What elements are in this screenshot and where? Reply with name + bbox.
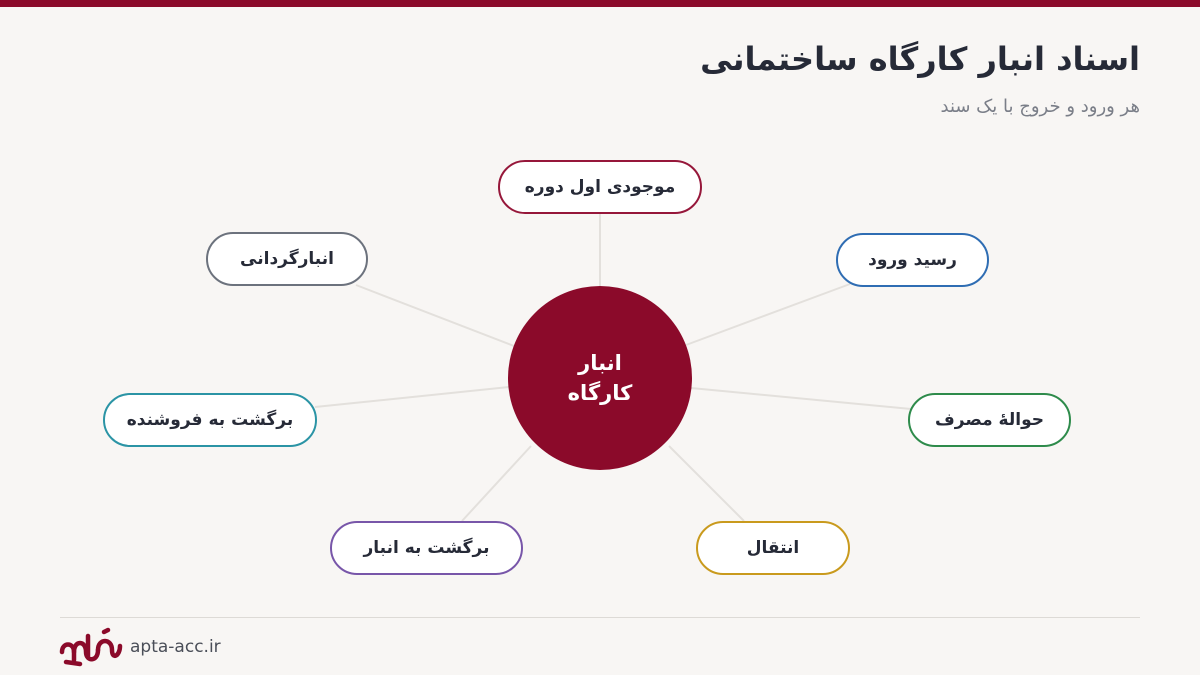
node-return-to-warehouse: برگشت به انبار xyxy=(330,521,523,575)
connector-line xyxy=(668,445,745,522)
connector-line xyxy=(314,386,510,408)
node-return-to-supplier: برگشت به فروشنده xyxy=(103,393,317,447)
node-opening-inventory: موجودی اول دوره xyxy=(498,160,702,214)
node-transfer: انتقال xyxy=(696,521,850,575)
connector-line xyxy=(690,387,912,410)
page-title: اسناد انبار کارگاه ساختمانی xyxy=(700,40,1140,78)
footer-website: apta-acc.ir xyxy=(130,637,221,657)
connector-line xyxy=(685,283,851,346)
apta-logo-icon xyxy=(59,627,123,667)
node-label: برگشت به فروشنده xyxy=(126,410,294,430)
node-label: برگشت به انبار xyxy=(363,538,490,558)
node-label: رسید ورود xyxy=(868,250,957,270)
page-subtitle: هر ورود و خروج با یک سند xyxy=(940,96,1141,117)
footer-divider xyxy=(60,617,1140,618)
connector-line xyxy=(461,445,532,522)
node-label: انتقال xyxy=(746,538,800,558)
node-consumption-voucher: حوالهٔ مصرف xyxy=(908,393,1071,447)
connector-line xyxy=(355,284,515,347)
node-label: موجودی اول دوره xyxy=(524,177,676,197)
node-receipt: رسید ورود xyxy=(836,233,989,287)
node-stocktaking: انبارگردانی xyxy=(206,232,368,286)
node-label: انبارگردانی xyxy=(240,249,334,269)
top-accent-bar xyxy=(0,0,1200,7)
center-hub: انبار کارگاه xyxy=(508,286,692,470)
node-label: حوالهٔ مصرف xyxy=(935,410,1044,430)
